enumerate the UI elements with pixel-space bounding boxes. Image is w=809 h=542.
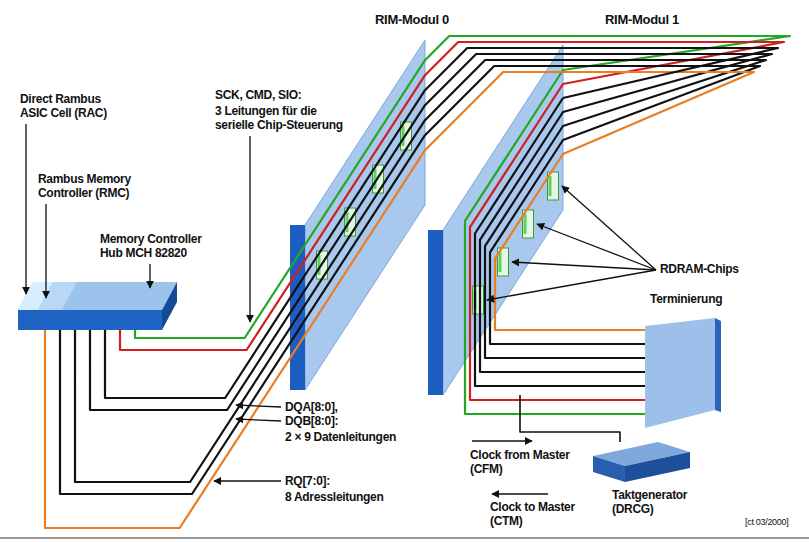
- rmc-area: [38, 282, 77, 310]
- leader-arrow: [249, 136, 250, 322]
- chip-mark: [374, 169, 377, 189]
- chip-mark: [524, 214, 527, 234]
- chip-mark: [346, 212, 349, 232]
- memory-module-shape: [290, 40, 425, 390]
- signal-name: SCK, CMD, SIO:: [215, 88, 301, 102]
- bus-connector: [425, 48, 778, 98]
- rdram-chip: [317, 251, 328, 279]
- node-heading: Memory Controller Hub MCH 82820: [100, 232, 220, 260]
- termination: Terminierung: [645, 318, 721, 428]
- chip-mark: [499, 252, 502, 272]
- memory-module: RIM-Modul 0: [290, 40, 425, 390]
- chip-mark: [402, 126, 405, 146]
- module-board: [443, 45, 563, 395]
- clock-side: [625, 452, 690, 482]
- termination-side: [715, 318, 721, 412]
- signal-note: 2 × 9 Datenleitungen: [285, 430, 396, 444]
- component-label: Rambus Memory Controller (RMC): [38, 172, 153, 200]
- controller-hub-shape: [15, 282, 177, 330]
- clock-generator-shape: [593, 442, 690, 482]
- rdram-chip: [548, 172, 559, 200]
- signal-note: 3 Leitungen für die serielle Chip-Steuer…: [215, 104, 355, 132]
- controller-hub: Memory Controller Hub MCH 82820: [15, 282, 177, 330]
- part-label: RDRAM-Chips: [660, 262, 739, 276]
- direction-arrow: [492, 493, 548, 494]
- rdram-chips: [473, 172, 559, 314]
- leader-arrow: [45, 204, 46, 298]
- memory-module: RIM-Modul 1: [428, 45, 563, 395]
- module-board: [305, 40, 425, 390]
- leader-arrow: [25, 124, 26, 294]
- memory-module-shape: [428, 45, 563, 395]
- signal-name: RQ[7:0]:: [285, 474, 330, 488]
- rdram-chip: [373, 165, 384, 193]
- frame-line: [0, 538, 809, 539]
- hub-top: [18, 282, 177, 310]
- module-edge: [428, 230, 443, 395]
- component-label: Direct Rambus ASIC Cell (RAC): [20, 92, 120, 120]
- direction-arrow: [472, 440, 532, 441]
- signal-note: 8 Adressleitungen: [285, 490, 383, 504]
- signal-name: DQA[8:0], DQB[8:0]:: [285, 400, 360, 428]
- bus-connector: [563, 385, 645, 387]
- bus-wire: [60, 66, 760, 494]
- node-heading: RIM-Modul 1: [605, 12, 679, 27]
- leader-arrow: [562, 186, 656, 270]
- clock-front: [593, 456, 625, 482]
- rdram-chip: [401, 122, 412, 150]
- termination-panel: [645, 318, 715, 428]
- leader-arrow: [512, 262, 656, 270]
- node-heading: Terminierung: [650, 292, 722, 306]
- rdram-chips: [317, 122, 412, 279]
- chip-mark: [549, 176, 552, 196]
- termination-shape: [645, 318, 721, 428]
- leader-arrow: [537, 224, 656, 270]
- hub-side: [162, 282, 177, 330]
- rdram-chip: [473, 286, 484, 314]
- signal-label: Clock from Master (CFM): [470, 448, 592, 476]
- hub-front: [18, 310, 162, 330]
- signal-label: Clock to Master (CTM): [490, 500, 605, 528]
- module-edge: [290, 225, 305, 390]
- source-credit: [ct 03/2000]: [745, 517, 788, 528]
- rdram-chip: [498, 248, 509, 276]
- node-heading: RIM-Modul 0: [375, 12, 449, 27]
- leader-arrow: [236, 405, 281, 407]
- connectors: [105, 48, 778, 442]
- chip-mark: [474, 290, 477, 310]
- node-heading: Taktgenerator (DRCG): [612, 488, 707, 516]
- clock-generator: Taktgenerator (DRCG): [593, 442, 690, 482]
- leader-arrow: [214, 480, 281, 481]
- leader-arrow: [236, 419, 281, 421]
- rdram-chip: [523, 210, 534, 238]
- bus-connector: [520, 395, 620, 442]
- rdram-chip: [345, 208, 356, 236]
- chip-mark: [318, 255, 321, 275]
- leader-arrow: [149, 264, 150, 288]
